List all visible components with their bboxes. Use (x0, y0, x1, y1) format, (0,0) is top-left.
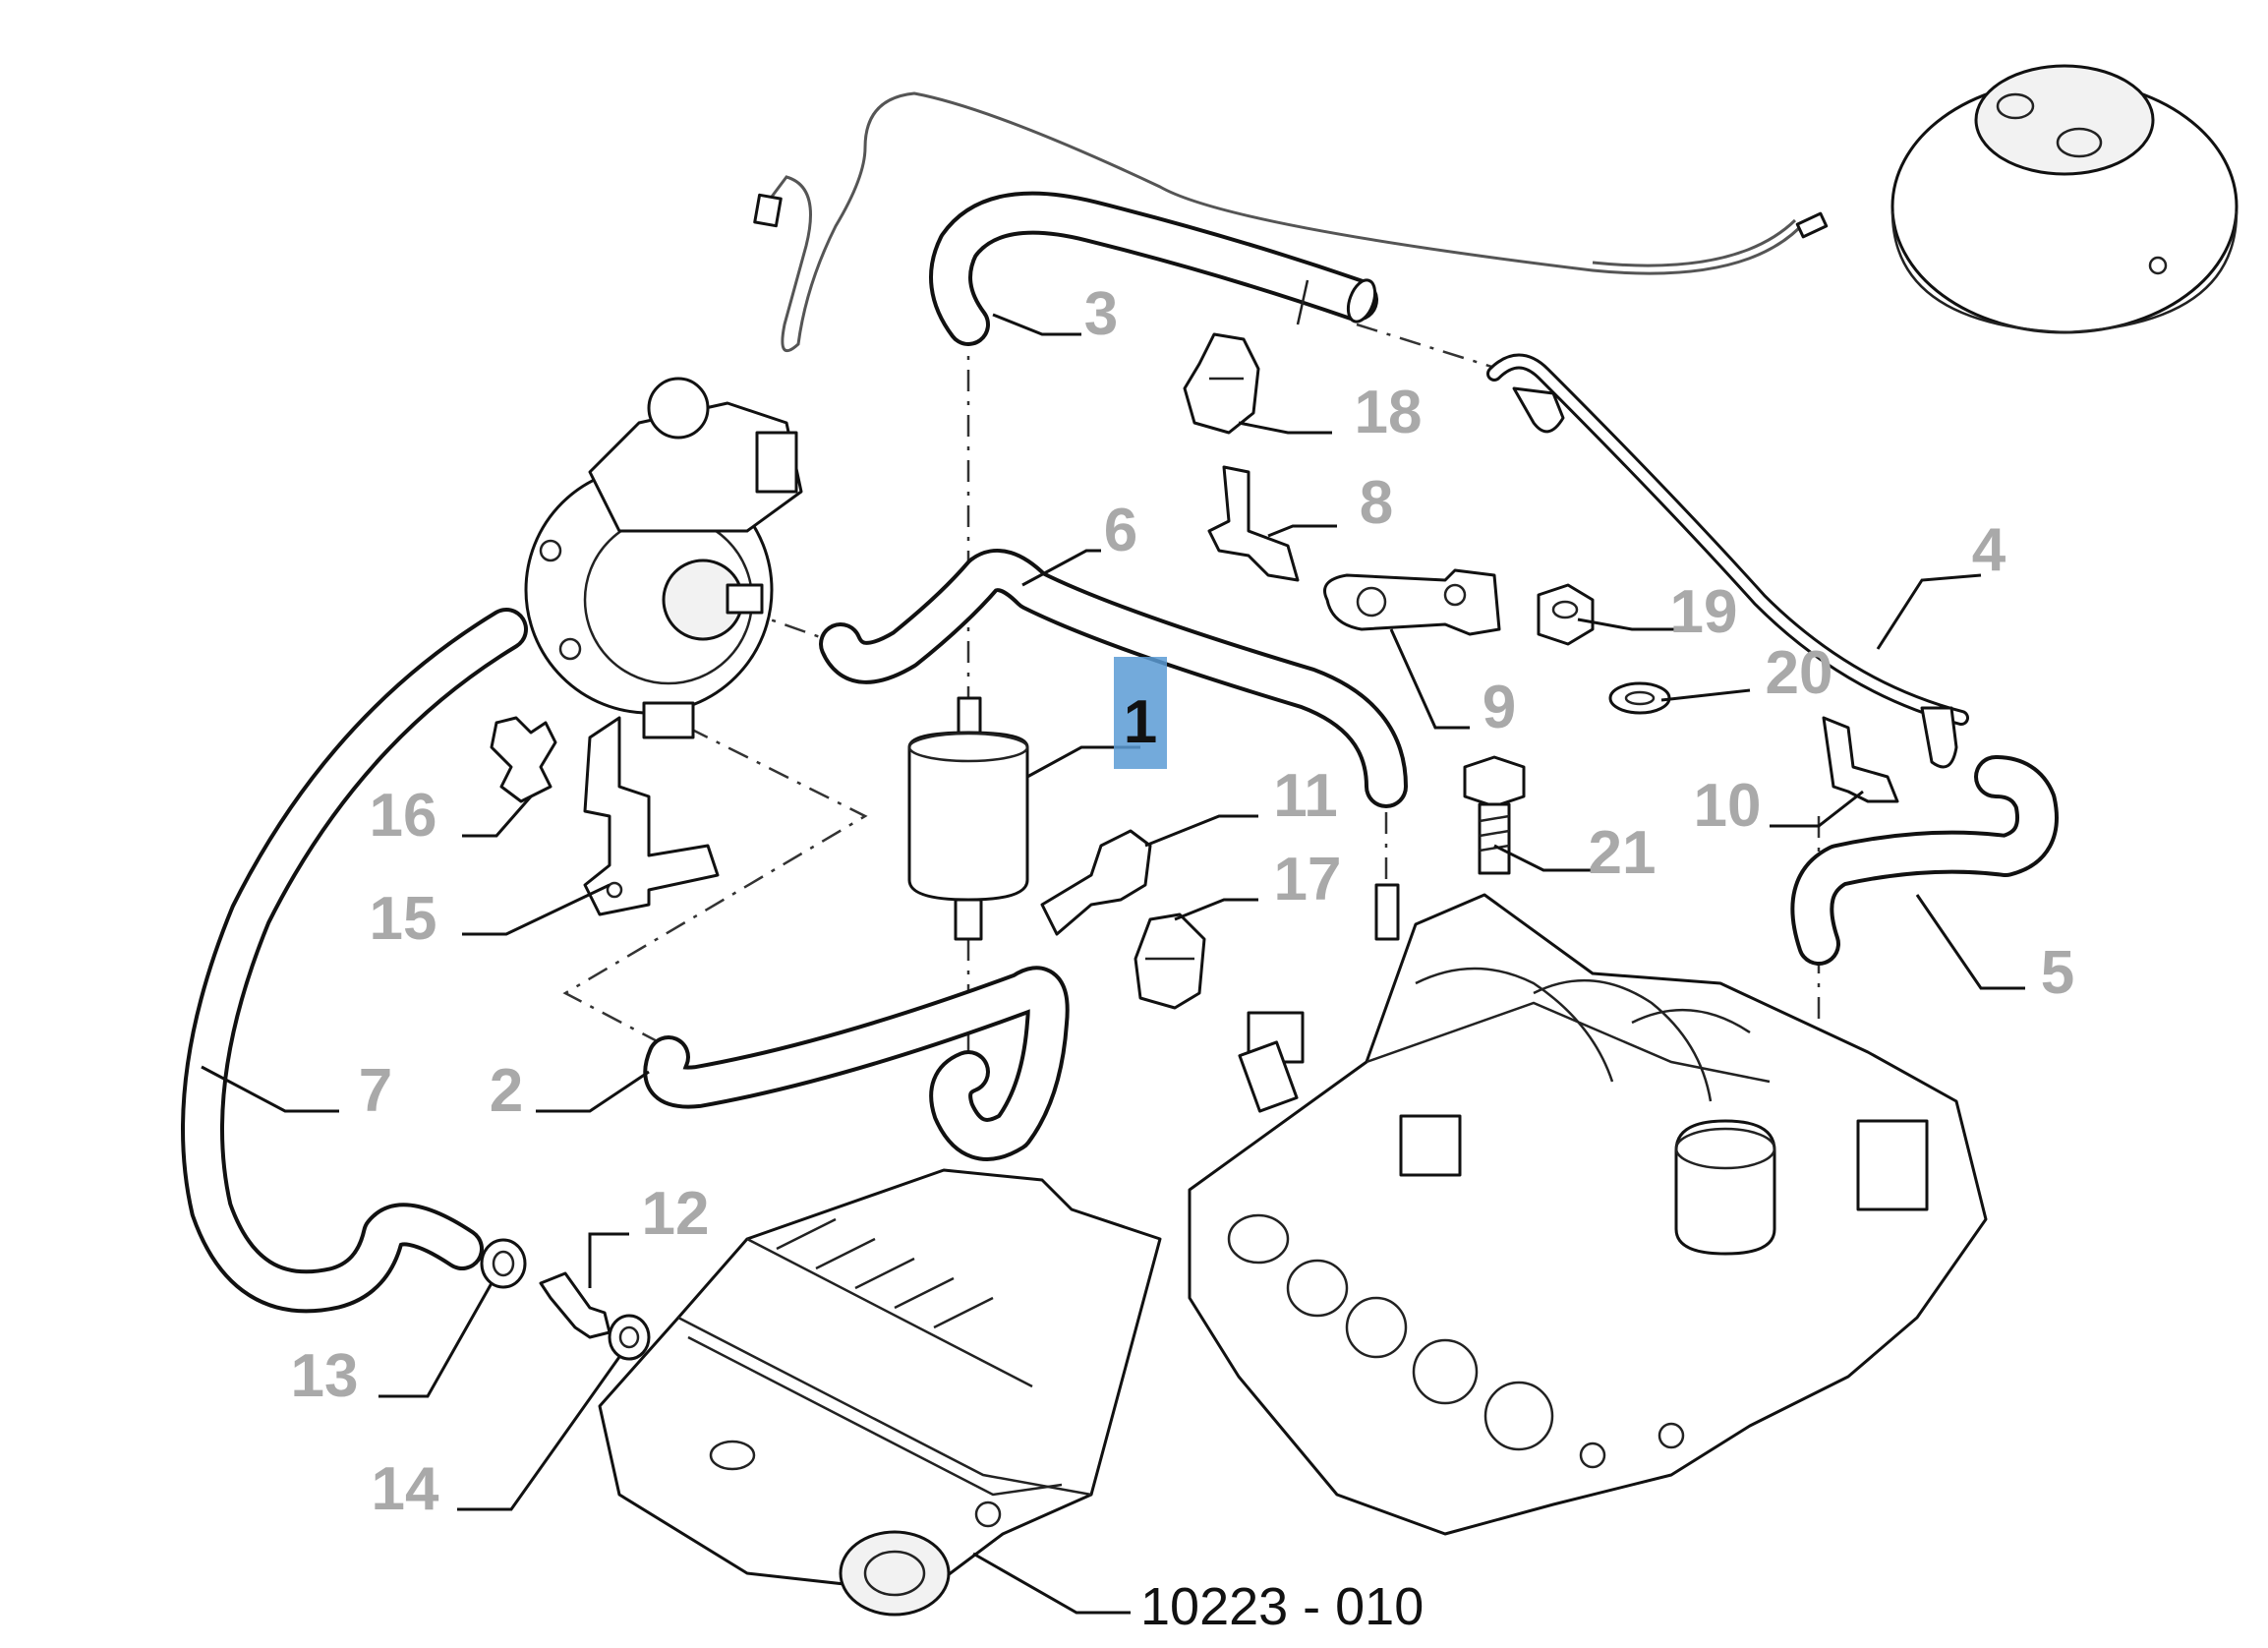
hose-7 (181, 608, 528, 1314)
reference-code: 10223 - 010 (1140, 1577, 1424, 1636)
hose-6 (819, 549, 1408, 808)
bracket-9 (1323, 568, 1501, 636)
callout-21[interactable]: 21 (1589, 819, 1657, 887)
callout-13[interactable]: 13 (291, 1342, 359, 1410)
air-filter-housing (598, 1168, 1162, 1617)
lpg-reducer (524, 377, 803, 739)
callout-18[interactable]: 18 (1355, 379, 1423, 446)
bracket-15 (583, 716, 720, 916)
hose-5 (1790, 755, 2059, 966)
callout-4[interactable]: 4 (1972, 516, 2006, 584)
washer-20 (1608, 681, 1671, 715)
callout-5[interactable]: 5 (2041, 939, 2074, 1007)
leader-lines (201, 313, 2025, 1615)
callout-11[interactable]: 11 (1273, 762, 1338, 830)
bracket-10 (1822, 716, 1899, 803)
callout-15[interactable]: 15 (370, 885, 437, 953)
clip-16 (490, 716, 557, 803)
callout-12[interactable]: 12 (642, 1180, 710, 1248)
clip-17 (1134, 912, 1206, 1010)
pipe-4 (1486, 353, 1969, 769)
lpg-tank (1890, 64, 2239, 334)
callout-3[interactable]: 3 (1084, 280, 1118, 348)
seal-13 (480, 1238, 527, 1289)
lpg-line (753, 91, 1829, 353)
callout-9[interactable]: 9 (1483, 674, 1516, 741)
callout-17[interactable]: 17 (1274, 846, 1342, 913)
fuel-filter (907, 696, 1029, 941)
callout-14[interactable]: 14 (372, 1455, 439, 1523)
screw-12 (539, 1271, 611, 1339)
nut-19 (1537, 583, 1595, 646)
intake-manifold (1188, 883, 1988, 1536)
bracket-11 (1040, 829, 1152, 936)
callout-6[interactable]: 6 (1104, 497, 1137, 564)
callout-10[interactable]: 10 (1694, 772, 1762, 840)
callout-7[interactable]: 7 (359, 1057, 392, 1125)
callout-16[interactable]: 16 (370, 782, 437, 850)
callout-19[interactable]: 19 (1670, 578, 1738, 646)
clip-18 (1183, 332, 1260, 435)
callout-2[interactable]: 2 (490, 1057, 523, 1125)
bracket-8 (1207, 465, 1300, 582)
callout-20[interactable]: 20 (1766, 639, 1833, 707)
hose-2 (643, 966, 1070, 1161)
hose-3 (929, 191, 1378, 346)
callout-8[interactable]: 8 (1360, 469, 1393, 537)
bolt-21 (1463, 755, 1526, 875)
callout-highlight (1114, 657, 1167, 769)
callout-labels: 1 2 3 4 5 6 7 8 9 10 11 12 13 14 15 16 1… (291, 280, 2075, 1636)
washer-14 (608, 1314, 651, 1361)
callout-1[interactable]: 1 (1124, 688, 1157, 756)
